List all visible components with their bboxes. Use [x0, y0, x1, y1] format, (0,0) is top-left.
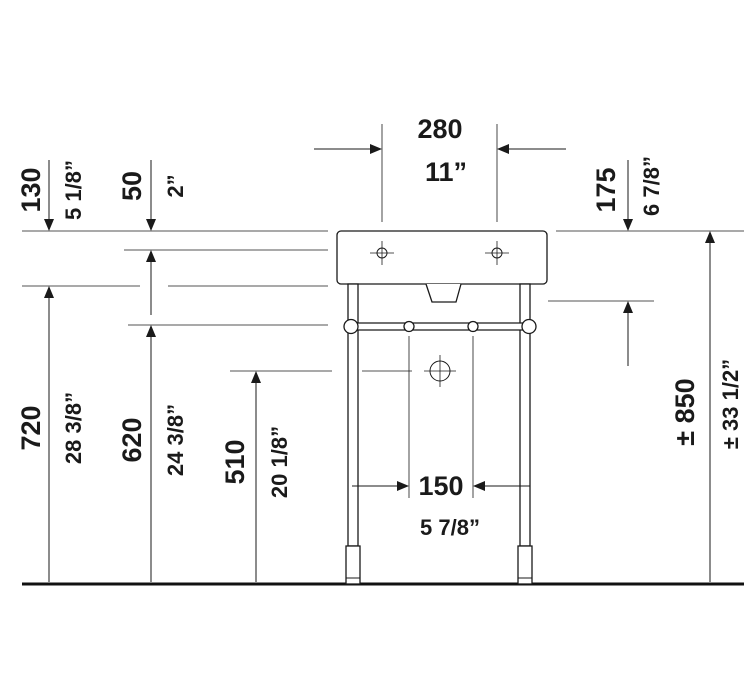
dim-620: 620 24 3/8” [117, 325, 188, 582]
dim-720-in: 28 3/8” [61, 392, 86, 464]
dim-280-mm: 280 [417, 114, 462, 144]
dim-130: 130 5 1/8” [16, 160, 86, 231]
dim-510-in: 20 1/8” [267, 426, 292, 498]
dim-850-in: ± 33 1/2” [718, 359, 743, 449]
dim-waste-spacing: 150 5 7/8” [352, 471, 530, 540]
tap-hole-right [485, 241, 509, 265]
dim-130-in: 5 1/8” [61, 160, 86, 220]
dim-850-mm: ± 850 [670, 378, 700, 445]
dim-720-mm: 720 [16, 405, 46, 450]
dim-280-in: 11” [425, 157, 467, 187]
basin-body [336, 230, 548, 285]
dim-50-in: 2” [163, 174, 188, 197]
towel-rail [345, 322, 535, 331]
dim-150-in: 5 7/8” [420, 515, 480, 540]
dim-50-mm: 50 [117, 171, 147, 201]
dim-510-mm: 510 [220, 439, 250, 484]
foot-right [517, 545, 533, 585]
wall-waste-marker [424, 355, 456, 387]
waste-outlet [425, 283, 462, 303]
metal-console [343, 283, 537, 585]
dim-850: ± 850 ± 33 1/2” [670, 231, 743, 582]
rail-bracket-right [521, 318, 537, 335]
dim-175: 175 6 7/8” [591, 156, 664, 366]
tap-hole-left [370, 241, 394, 265]
supply-marker-left [403, 320, 415, 333]
foot-left [345, 545, 361, 585]
dim-720: 720 28 3/8” [16, 286, 86, 582]
reference-lines [22, 230, 744, 372]
dim-175-in: 6 7/8” [639, 156, 664, 216]
supply-marker-right [467, 320, 479, 333]
dim-50: 50 2” [117, 160, 188, 315]
dim-130-mm: 130 [16, 167, 46, 212]
extension-lines [381, 124, 498, 498]
dim-510: 510 20 1/8” [220, 371, 292, 582]
dim-620-mm: 620 [117, 417, 147, 462]
dim-150-mm: 150 [418, 471, 463, 501]
washbasin [336, 230, 548, 303]
dim-175-mm: 175 [591, 167, 621, 212]
rail-bracket-left [343, 318, 359, 335]
dim-620-in: 24 3/8” [163, 404, 188, 476]
dim-tap-spacing: 280 11” [314, 114, 566, 187]
